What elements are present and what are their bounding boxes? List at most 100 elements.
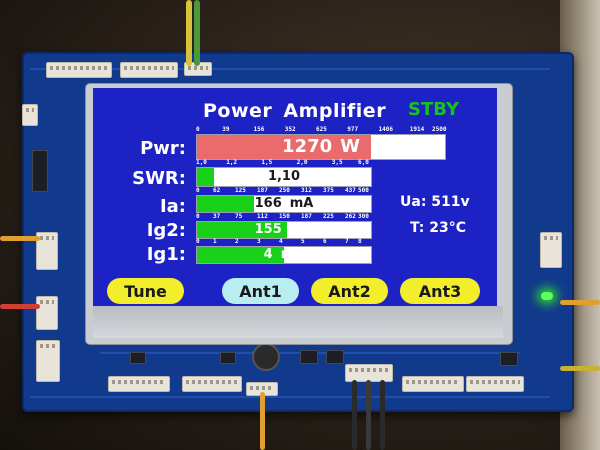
ia-scale-tick: 500: [358, 187, 369, 194]
ig2-scale-tick: 187: [301, 213, 312, 220]
swr-scale-tick: 6,0: [358, 159, 369, 166]
pwr-scale-tick: 156: [253, 126, 265, 133]
pwr-value-number: 1270: [282, 136, 333, 157]
anode-voltage-readout: Ua: 511v: [400, 194, 470, 210]
ig1-scale-tick: 1: [213, 238, 217, 245]
ig1-scale-tick: 7: [345, 238, 349, 245]
ig2-label: Ig2:: [146, 220, 186, 241]
swr-value: 1,10: [197, 168, 371, 186]
ia-scale-tick: 375: [323, 187, 334, 194]
tune-button[interactable]: Tune: [107, 278, 184, 304]
pwr-scale-tick: 352: [284, 126, 296, 133]
ig2-scale-tick: 37: [213, 213, 221, 220]
pwr-scale-tick: 2500: [432, 126, 447, 133]
temperature-readout: T: 23°C: [410, 220, 467, 236]
swr-meter: 1,10: [196, 167, 372, 187]
ia-scale-tick: 62: [213, 187, 221, 194]
wire: [380, 380, 385, 450]
swr-scale-tick: 1,5: [261, 159, 273, 166]
wire: [560, 300, 600, 305]
swr-scale: 1,0 1,2 1,5 2,0 3,5 6,0: [196, 159, 372, 169]
swr-scale-tick: 3,5: [331, 159, 343, 166]
ia-scale-tick: 0: [196, 187, 200, 194]
chip: [130, 352, 146, 364]
ia-meter-fill: [197, 196, 255, 212]
wire: [0, 304, 40, 309]
ig1-label: Ig1:: [146, 244, 186, 265]
ant3-button[interactable]: Ant3: [400, 278, 480, 304]
swr-scale-tick: 2,0: [296, 159, 308, 166]
ig1-scale-tick: 5: [301, 238, 305, 245]
chip: [326, 350, 344, 364]
pwr-scale-tick: 39: [222, 126, 230, 133]
ig1-value-unit: mA: [280, 247, 305, 262]
ia-value-unit: mA: [289, 196, 314, 211]
wire: [366, 380, 371, 450]
ig1-scale-tick: 8: [358, 238, 362, 245]
ia-scale-tick: 187: [257, 187, 268, 194]
ig1-meter-fill: [197, 247, 284, 263]
ig1-meter: 4 mA: [196, 246, 372, 264]
connector: [108, 376, 170, 392]
ig2-value: 155 mA: [197, 222, 371, 238]
pwr-scale-tick: 977: [347, 126, 359, 133]
ig2-value-number: 155: [254, 222, 282, 237]
ig1-scale-tick: 4: [279, 238, 283, 245]
connector: [540, 232, 562, 268]
ant2-button[interactable]: Ant2: [311, 278, 388, 304]
ig2-scale-tick: 0: [196, 213, 200, 220]
wire: [0, 236, 40, 241]
pwr-scale-tick: 0: [196, 126, 200, 133]
ia-scale-tick: 437: [345, 187, 356, 194]
pwr-label: Pwr:: [140, 138, 186, 159]
swr-meter-fill: [197, 168, 215, 186]
swr-value-number: 1,10: [267, 169, 301, 184]
ia-scale-tick: 312: [301, 187, 312, 194]
ig1-scale-tick: 0: [196, 238, 200, 245]
swr-scale-tick: 1,0: [196, 159, 207, 166]
connector: [182, 376, 242, 392]
ig2-value-unit: mA: [289, 222, 314, 237]
ig2-scale-tick: 300: [358, 213, 369, 220]
pwr-scale-tick: 1914: [409, 126, 425, 133]
connector: [46, 62, 112, 78]
ig2-scale-tick: 112: [257, 213, 268, 220]
ig2-scale-tick: 75: [235, 213, 243, 220]
ig2-scale-tick: 150: [279, 213, 290, 220]
swr-scale-tick: 1,2: [226, 159, 238, 166]
pcb-trace: [30, 396, 550, 398]
connector: [466, 376, 524, 392]
wire: [186, 0, 192, 66]
ant1-button[interactable]: Ant1: [222, 278, 299, 304]
ia-value: 166 mA: [197, 196, 371, 212]
pwr-scale-tick: 625: [316, 126, 327, 133]
ig1-value: 4 mA: [197, 247, 371, 263]
connector: [36, 340, 60, 382]
pwr-scale-tick: 1406: [378, 126, 393, 133]
chip: [32, 150, 48, 192]
buzzer: [252, 343, 280, 371]
ig2-scale-tick: 225: [323, 213, 334, 220]
ia-value-number: 166: [254, 196, 282, 211]
ia-meter: 166 mA: [196, 195, 372, 213]
ig2-scale-tick: 262: [345, 213, 356, 220]
pwr-scale: 0 39 156 352 625 977 1406 1914 2500: [196, 126, 446, 136]
touch-glass: [93, 306, 503, 338]
ig1-value-number: 4: [263, 247, 273, 262]
ia-scale-tick: 250: [279, 187, 290, 194]
ig2-meter-fill: [197, 222, 288, 238]
connector: [120, 62, 178, 78]
chip: [220, 352, 236, 364]
pwr-meter-fill: [197, 135, 371, 159]
chip: [500, 352, 518, 366]
connector: [22, 104, 38, 126]
ia-label: Ia:: [159, 196, 186, 217]
ig2-meter: 155 mA: [196, 221, 372, 239]
page-title: Power Amplifier: [203, 100, 387, 122]
wire: [260, 392, 265, 450]
connector: [36, 232, 58, 270]
ig1-scale-tick: 3: [257, 238, 261, 245]
